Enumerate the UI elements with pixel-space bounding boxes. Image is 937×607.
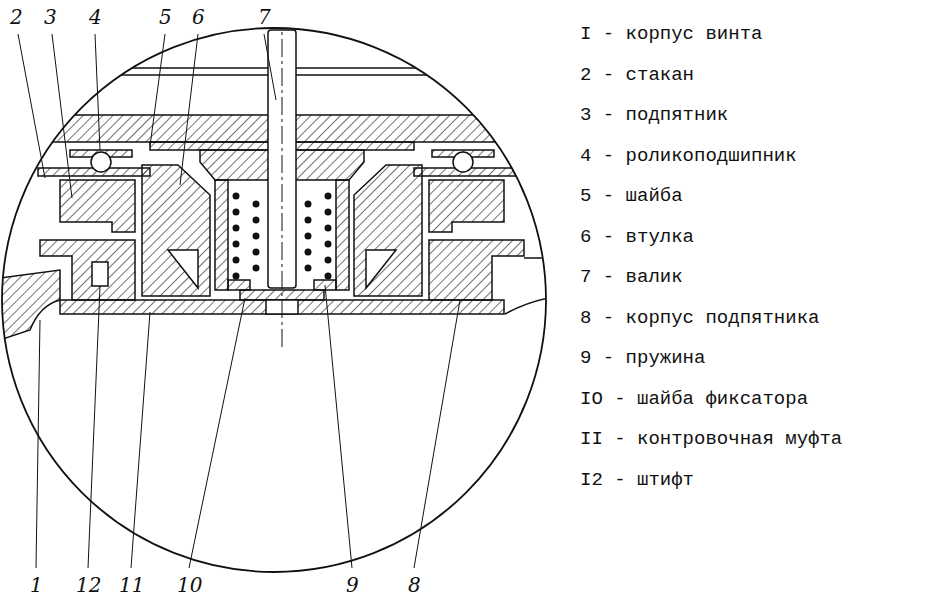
callout-number: 2 [10, 6, 23, 28]
round-part [253, 233, 260, 240]
part-key-line: 7 - валик [580, 267, 683, 288]
round-part [233, 241, 240, 248]
section-parts [0, 10, 560, 350]
round-part [253, 265, 260, 272]
section-part [228, 280, 250, 290]
round-part [253, 201, 260, 208]
drawing-line [414, 300, 460, 568]
part-key-line: 2 - стакан [580, 65, 694, 86]
round-part [91, 152, 111, 172]
callout-number: 8 [408, 574, 421, 596]
drawing-line [88, 286, 100, 568]
callout-number: 11 [119, 574, 144, 596]
drawing-line [189, 298, 245, 568]
round-part [233, 209, 240, 216]
round-part [325, 193, 332, 200]
section-part [215, 180, 228, 290]
round-part [305, 217, 312, 224]
round-part [453, 152, 473, 172]
callout-number: 12 [76, 574, 101, 596]
round-part [325, 257, 332, 264]
part-key-line: 3 - подпятник [580, 105, 728, 126]
part-key-line: IO - шайба фиксатора [580, 389, 808, 410]
round-part [305, 233, 312, 240]
round-part [325, 209, 332, 216]
drawing-line [325, 285, 352, 568]
section-part [92, 262, 108, 286]
detail-circle [2, 28, 546, 572]
section-part [429, 180, 504, 232]
callout-number: 1 [30, 574, 43, 596]
round-part [305, 265, 312, 272]
round-part [253, 249, 260, 256]
round-part [233, 193, 240, 200]
round-part [233, 225, 240, 232]
round-part [305, 249, 312, 256]
part-key-line: 6 - втулка [580, 227, 694, 248]
drawing-line [180, 34, 198, 185]
section-part [354, 165, 422, 296]
callout-number: 9 [346, 574, 359, 596]
callout-number: 10 [177, 574, 202, 596]
drawing-line [36, 320, 40, 568]
drawing-line [52, 34, 72, 198]
round-part [325, 273, 332, 280]
section-part [366, 250, 396, 288]
callout-number: 4 [89, 6, 102, 28]
drawing-line [95, 34, 100, 150]
drawing-line [282, 10, 283, 350]
part-key-line: 4 - роликоподшипник [580, 146, 797, 167]
round-part [233, 257, 240, 264]
part-key-line: II - контровочная муфта [580, 429, 842, 450]
callout-number: 5 [159, 6, 172, 28]
drawing-line [131, 312, 150, 568]
part-key-line: 5 - шайба [580, 186, 683, 207]
section-part [168, 250, 198, 288]
round-part [253, 217, 260, 224]
leader-lines [18, 34, 460, 568]
section-outline [505, 258, 560, 314]
drawing-line [150, 34, 165, 146]
part-key-line: I2 - штифт [580, 470, 694, 491]
round-part [305, 201, 312, 208]
part-key-line: I - корпус винта [580, 24, 762, 45]
section-part [429, 240, 524, 300]
callout-number: 6 [192, 6, 205, 28]
part-key-line: 8 - корпус подпятника [580, 308, 819, 329]
section-part [142, 165, 210, 296]
callout-number: 3 [44, 6, 57, 28]
drawing-line [264, 34, 276, 100]
drawing-line [18, 34, 45, 178]
round-part [325, 225, 332, 232]
part-key-line: 9 - пружина [580, 348, 705, 369]
section-outline [0, 270, 60, 340]
section-part [336, 180, 349, 290]
callout-number: 7 [258, 6, 271, 28]
round-part [233, 273, 240, 280]
round-part [325, 241, 332, 248]
